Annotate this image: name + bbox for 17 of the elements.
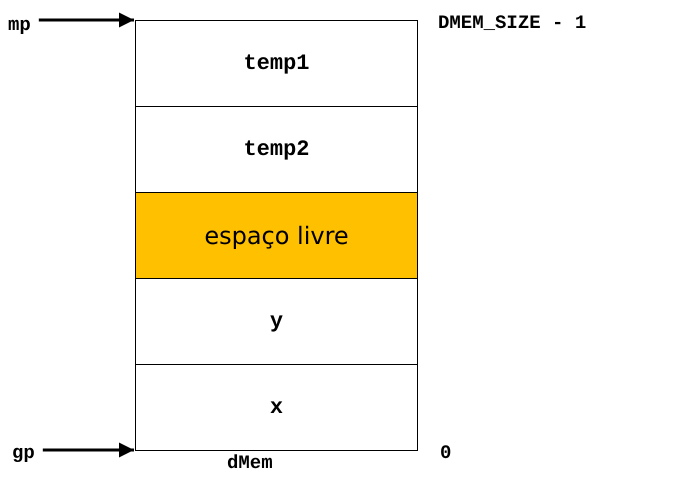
pointer-name: mp [8,14,31,36]
cell-label: y [270,309,284,334]
cell-label: temp1 [243,51,310,76]
cell-label: x [270,395,284,420]
memory-name: dMem [227,452,273,474]
address-label: DMEM_SIZE - 1 [438,12,586,34]
arrow [38,12,134,28]
memory-cell [135,278,418,365]
memory-cell [135,364,418,451]
cell-label: temp2 [243,137,310,162]
memory-cell [135,106,418,193]
cell-label: espaço livre [204,222,349,250]
arrow [42,442,134,458]
memory-cell [135,192,418,279]
pointer-name: gp [12,442,35,464]
address-label: 0 [440,442,452,464]
memory-cell [135,20,418,107]
